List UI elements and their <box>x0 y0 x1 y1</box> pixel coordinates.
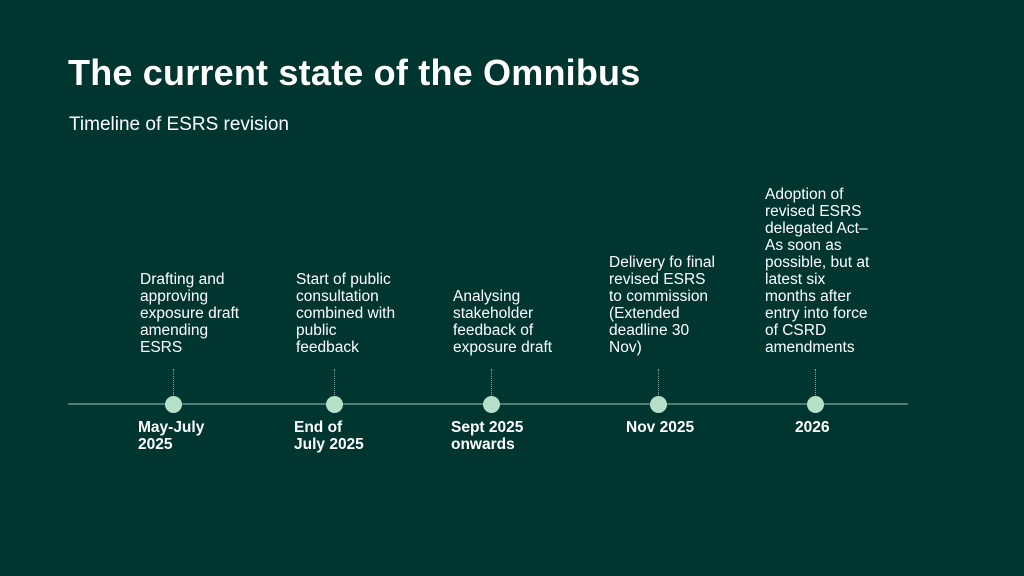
event-date: Sept 2025 onwards <box>451 419 524 453</box>
event-connector <box>173 369 174 397</box>
event-date: End of July 2025 <box>294 419 364 453</box>
event-date: May-July 2025 <box>138 419 205 453</box>
event-marker <box>165 396 182 413</box>
event-description: Drafting and approving exposure draft am… <box>140 271 240 356</box>
event-marker <box>326 396 343 413</box>
event-description: Analysing stakeholder feedback of exposu… <box>453 288 553 356</box>
event-description: Delivery fo final revised ESRS to commis… <box>609 254 715 356</box>
event-description: Start of public consultation combined wi… <box>296 271 396 356</box>
event-connector <box>334 369 335 397</box>
event-marker <box>807 396 824 413</box>
page-title: The current state of the Omnibus <box>68 52 641 93</box>
event-date: Nov 2025 <box>626 419 695 436</box>
event-marker <box>483 396 500 413</box>
event-description: Adoption of revised ESRS delegated Act– … <box>765 186 870 356</box>
page-subtitle: Timeline of ESRS revision <box>69 114 289 135</box>
event-marker <box>650 396 667 413</box>
event-connector <box>491 369 492 397</box>
event-connector <box>815 369 816 397</box>
event-connector <box>658 369 659 397</box>
event-date: 2026 <box>795 419 830 436</box>
